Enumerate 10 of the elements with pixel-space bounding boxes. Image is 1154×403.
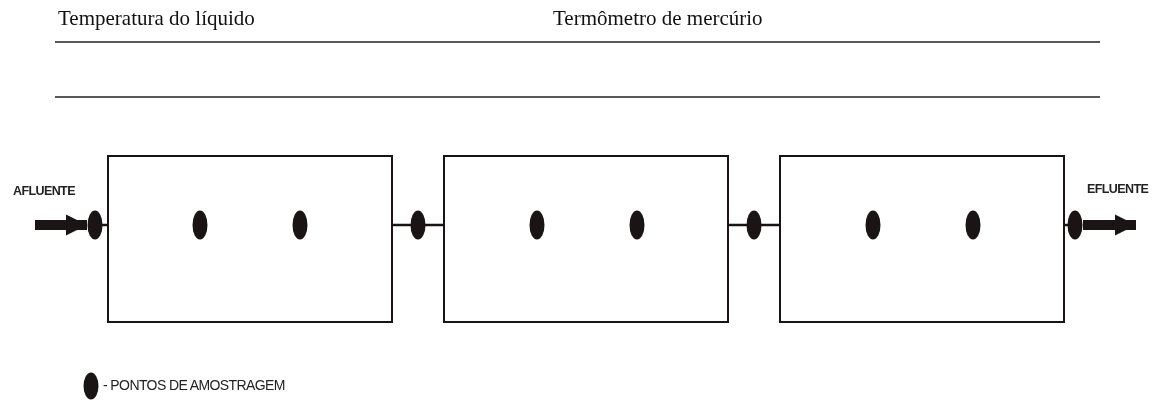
inflow-label: AFLUENTE bbox=[13, 184, 75, 198]
table-cell: Temperatura do líquido bbox=[58, 6, 255, 31]
tank-box bbox=[107, 155, 393, 323]
arrow bbox=[1083, 214, 1136, 236]
outflow-label: EFLUENTE bbox=[1087, 182, 1149, 196]
arrow bbox=[35, 214, 87, 236]
tank-box bbox=[443, 155, 729, 323]
legend-text: - PONTOS DE AMOSTRAGEM bbox=[103, 377, 285, 393]
table-cell: Termômetro de mercúrio bbox=[553, 6, 763, 31]
tank-box bbox=[779, 155, 1065, 323]
